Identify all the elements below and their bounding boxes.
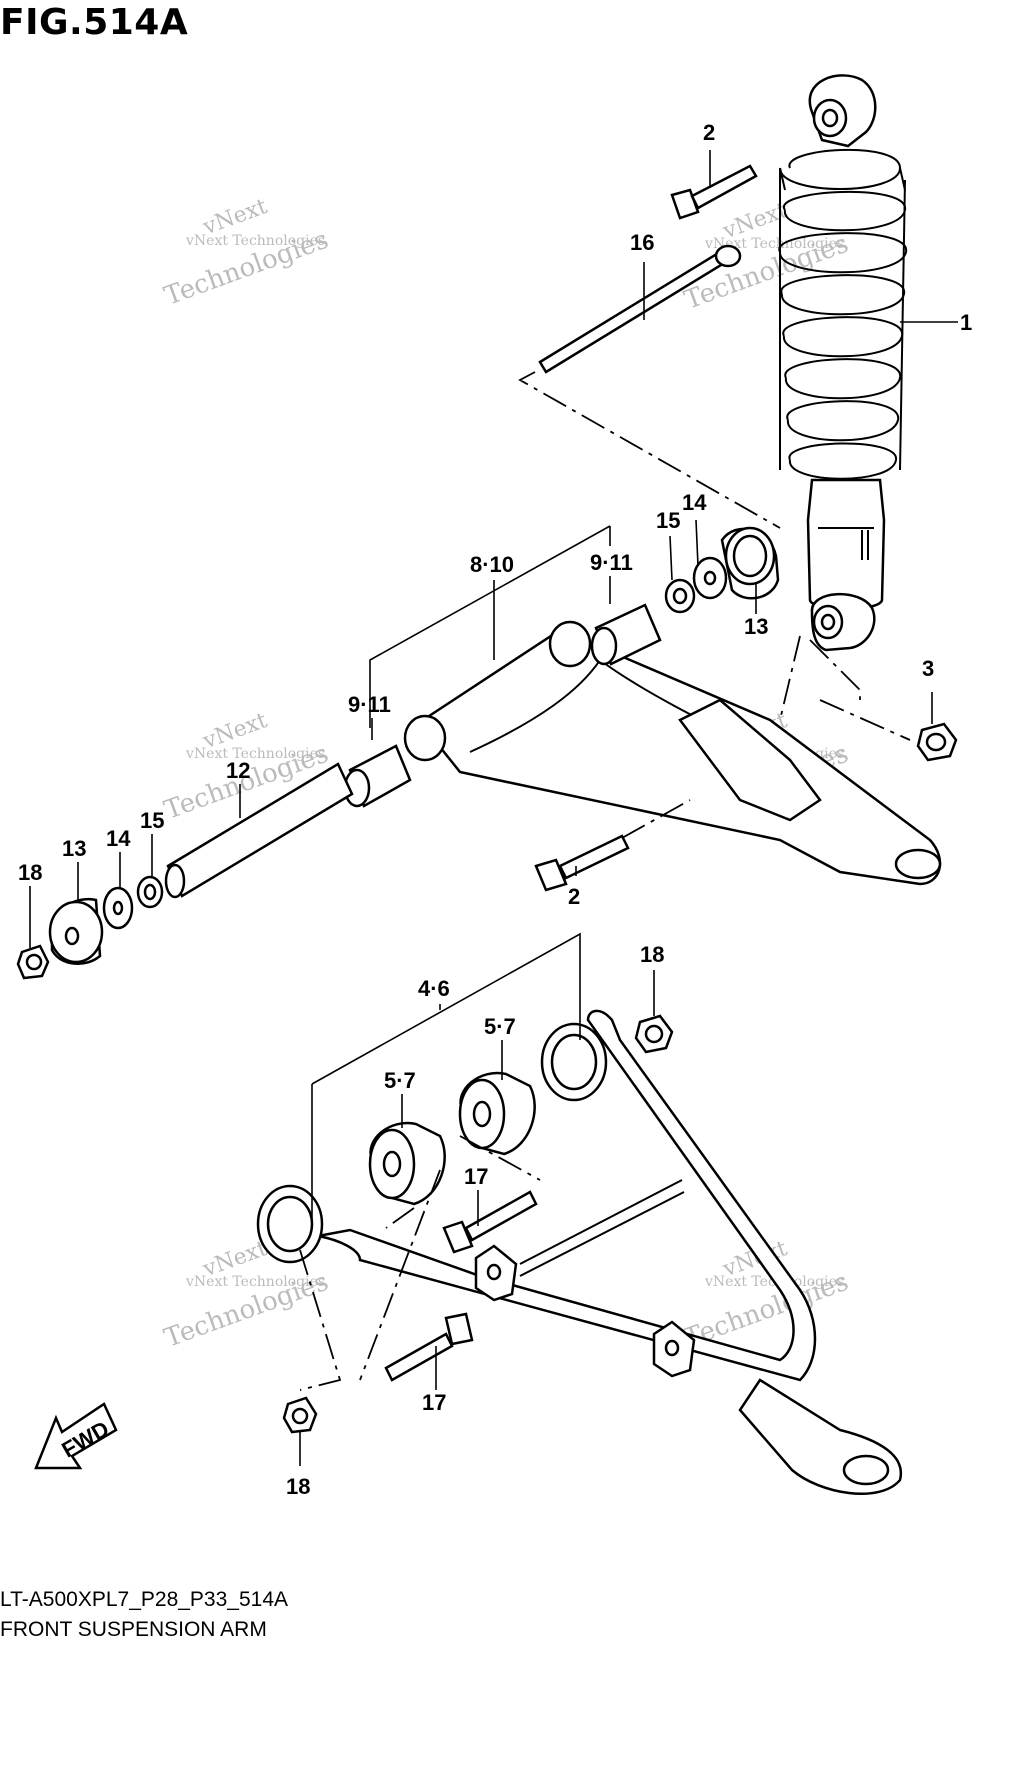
guide-line-16 — [518, 371, 781, 529]
figure-caption: FRONT SUSPENSION ARM — [0, 1618, 267, 1641]
callout-14-left: 14 — [106, 826, 131, 851]
svg-text:vNext Technologies: vNext Technologies — [185, 233, 325, 249]
guide-line-nut-3 — [819, 699, 911, 741]
callout-15-top: 15 — [656, 508, 680, 533]
nut-3-drawing — [916, 722, 958, 762]
bushing-5-7-right-drawing — [458, 1071, 536, 1156]
bolt-17-top-drawing — [442, 1190, 538, 1254]
callout-15-left: 15 — [140, 808, 164, 833]
model-code: LT-A500XPL7_P28_P33_514A — [0, 1588, 289, 1611]
callout-2-top: 2 — [703, 120, 715, 145]
callout-numbers: 1 2 16 14 15 9·11 8·10 13 3 9·11 12 2 13… — [18, 120, 972, 1499]
collar-12-drawing — [164, 762, 354, 899]
washer-15-top-drawing — [664, 578, 696, 614]
upper-arm-drawing — [403, 620, 942, 886]
callout-18-left: 18 — [18, 860, 42, 885]
lower-arm-drawing — [256, 1009, 903, 1495]
washer-15-left-drawing — [136, 875, 164, 909]
shock-absorber-drawing — [778, 74, 908, 652]
bolt-2-bottom-drawing — [534, 834, 630, 892]
callout-4-6: 4·6 — [418, 976, 450, 1001]
svg-text:vNext Technologies: vNext Technologies — [185, 746, 325, 762]
callout-5-7-left: 5·7 — [384, 1068, 416, 1093]
svg-text:vNext Technologies: vNext Technologies — [704, 236, 844, 252]
bushing-9-11-left-drawing — [343, 744, 412, 808]
cushion-13-left-drawing — [48, 897, 104, 965]
svg-text:vNext Technologies: vNext Technologies — [185, 1274, 325, 1290]
nut-18-right-drawing — [634, 1014, 674, 1054]
callout-5-7-right: 5·7 — [484, 1014, 516, 1039]
callout-2-bottom: 2 — [568, 884, 580, 909]
cushion-13-top-drawing — [720, 526, 780, 600]
bolt-17-bottom-drawing — [384, 1312, 474, 1382]
guide-lines-shock — [779, 635, 861, 721]
nut-18-bottom-drawing — [282, 1396, 318, 1434]
leader-lines — [29, 150, 958, 1466]
guide-line-bolt-2 — [621, 799, 691, 839]
bushing-9-11-top-drawing — [590, 603, 662, 666]
washer-14-top-drawing — [692, 556, 728, 600]
watermark-top-left: vNext vNext Technologies Technologies — [160, 194, 332, 312]
bolt-16-drawing — [538, 244, 742, 374]
callout-9-11-top: 9·11 — [590, 550, 633, 575]
callout-17-bottom: 17 — [422, 1390, 446, 1415]
callout-18-bottom: 18 — [286, 1474, 310, 1499]
fwd-arrow: FWD — [34, 1402, 118, 1470]
callout-18-right: 18 — [640, 942, 664, 967]
bolt-2-top-drawing — [670, 164, 758, 220]
callout-17-top: 17 — [464, 1164, 488, 1189]
watermark-top-right: vNext vNext Technologies Technologies — [680, 198, 852, 316]
nut-18-left-drawing — [16, 944, 50, 980]
callout-13-left: 13 — [62, 836, 86, 861]
callout-9-11-left: 9·11 — [348, 692, 391, 717]
washer-14-left-drawing — [102, 886, 134, 930]
figure-title: FIG.514A — [0, 2, 189, 43]
callout-14-top: 14 — [682, 490, 707, 515]
guide-lines-lower-arm — [299, 1135, 541, 1391]
callout-1: 1 — [960, 310, 972, 335]
callout-16: 16 — [630, 230, 654, 255]
callout-13-top: 13 — [744, 614, 768, 639]
callout-3: 3 — [922, 656, 934, 681]
callout-8-10: 8·10 — [470, 552, 514, 577]
callout-12: 12 — [226, 758, 250, 783]
bushing-5-7-left-drawing — [368, 1121, 446, 1206]
